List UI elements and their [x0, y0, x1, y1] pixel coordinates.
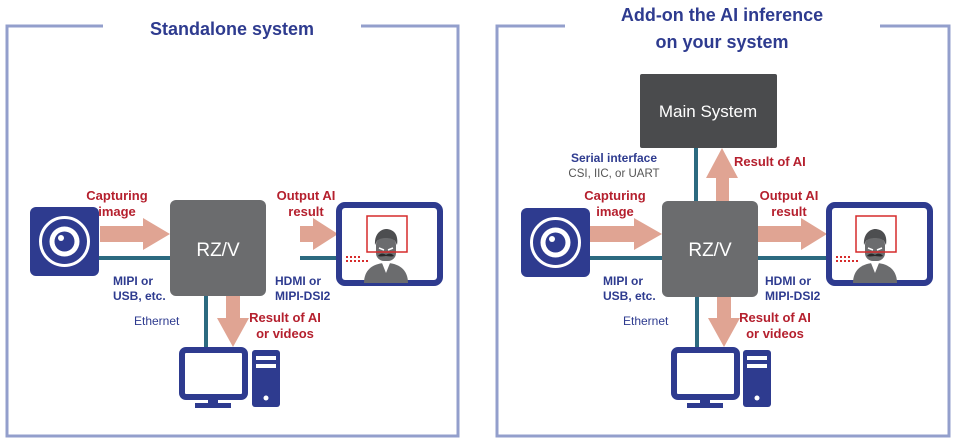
chip-label: RZ/V: [196, 240, 240, 261]
pc-label-line2: or videos: [256, 326, 314, 341]
capture-arrow: [590, 218, 662, 250]
camera-link-label-line2: USB, etc.: [603, 289, 656, 303]
display-link-label-line2: MIPI-DSI2: [765, 289, 821, 303]
rzv-chip: [170, 200, 266, 296]
face-detection-box: [855, 215, 897, 253]
display-icon: [826, 202, 933, 286]
result-up-arrow: [706, 148, 738, 201]
output-arrow: [757, 218, 827, 250]
panel-title-line2: on your system: [655, 32, 788, 52]
rzv-chip: [662, 201, 758, 297]
camera-icon: [30, 207, 99, 276]
pc-icon: [671, 347, 771, 408]
capture-label-line1: Capturing: [86, 188, 147, 203]
chip-label: RZ/V: [688, 240, 732, 261]
serial-interface-sublabel: CSI, IIC, or UART: [568, 168, 659, 180]
panel-title: Standalone system: [150, 19, 314, 39]
panel-frame: [495, 24, 951, 438]
output-label-line2: result: [288, 204, 324, 219]
panel-frame: [5, 24, 460, 438]
camera-link-label-line1: MIPI or: [603, 274, 643, 288]
pc-label-line2: or videos: [746, 326, 804, 341]
camera-link-label-line2: USB, etc.: [113, 289, 166, 303]
pc-icon: [179, 347, 280, 408]
pc-label-line1: Result of AI: [739, 310, 811, 325]
camera-link-label-line1: MIPI or: [113, 274, 153, 288]
display-link-label-line1: HDMI or: [275, 274, 321, 288]
output-arrow: [300, 218, 338, 250]
display-link-label-line1: HDMI or: [765, 274, 811, 288]
main-system-box: [640, 74, 777, 148]
pc-arrow: [217, 295, 249, 347]
output-label-line1: Output AI: [760, 188, 819, 203]
face-detection-box: [366, 215, 408, 253]
serial-interface-label: Serial interface: [571, 151, 657, 165]
detection-dots: [346, 256, 368, 262]
panel-standalone: Standalone system RZ/V: [5, 19, 460, 438]
camera-icon: [521, 208, 590, 277]
result-up-label: Result of AI: [734, 154, 806, 169]
panel-addon: Add-on the AI inference on your system M…: [495, 5, 951, 438]
capture-arrow: [100, 218, 170, 250]
main-system-label: Main System: [659, 102, 757, 121]
ethernet-label: Ethernet: [134, 314, 180, 328]
ethernet-label: Ethernet: [623, 314, 669, 328]
display-icon: [336, 202, 443, 286]
display-link-label-line2: MIPI-DSI2: [275, 289, 331, 303]
capture-label-line2: image: [596, 204, 634, 219]
detection-dots: [836, 256, 858, 262]
output-label-line1: Output AI: [277, 188, 336, 203]
capture-label-line1: Capturing: [584, 188, 645, 203]
capture-label-line2: image: [98, 204, 136, 219]
pc-label-line1: Result of AI: [249, 310, 321, 325]
panel-title-line1: Add-on the AI inference: [621, 5, 823, 25]
output-label-line2: result: [771, 204, 807, 219]
pc-arrow: [708, 295, 740, 347]
